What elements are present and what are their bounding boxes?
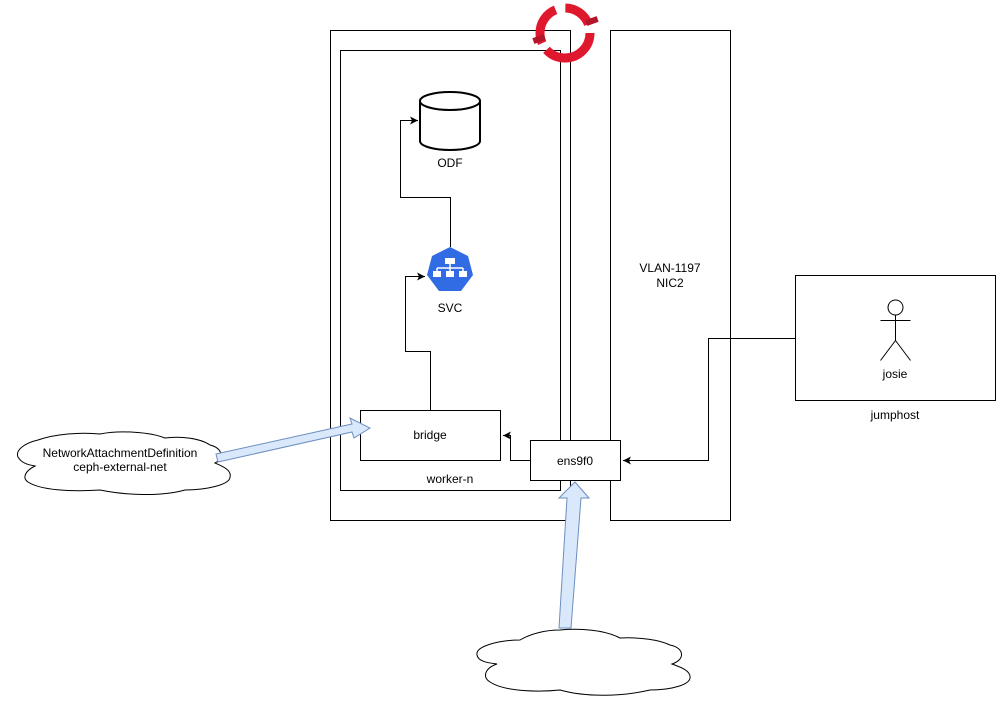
kubernetes-service-icon — [427, 247, 473, 291]
worker-label: worker-n — [426, 472, 474, 486]
bottom-cloud[interactable] — [476, 628, 691, 696]
nad-cloud-line1: NetworkAttachmentDefinition — [43, 446, 198, 460]
edge-jumphost-to-ens9f0 — [623, 338, 795, 465]
svc-node[interactable]: SVC — [427, 247, 473, 315]
jumphost-label: jumphost — [870, 408, 920, 422]
actor-stick-figure-icon — [880, 299, 911, 361]
user-node[interactable]: josie — [880, 299, 911, 381]
openshift-logo-icon — [532, 3, 599, 63]
odf-node[interactable]: ODF — [419, 91, 481, 170]
odf-label: ODF — [437, 156, 462, 170]
nad-cloud-line2: ceph-external-net — [73, 460, 167, 474]
database-cylinder-icon — [419, 91, 481, 151]
vlan-label-line1: VLAN-1197 — [639, 261, 700, 275]
svc-label: SVC — [438, 301, 463, 315]
block-arrow-nad-to-bridge — [215, 417, 372, 463]
vlan-box[interactable] — [610, 30, 731, 521]
block-arrow-cloud-to-ens9f0 — [557, 481, 591, 629]
nad-cloud[interactable]: NetworkAttachmentDefinition ceph-externa… — [16, 431, 231, 495]
user-label: josie — [882, 367, 908, 381]
bridge-box[interactable] — [360, 410, 501, 461]
ens9f0-label: ens9f0 — [557, 454, 593, 468]
vlan-label-line2: NIC2 — [656, 276, 684, 290]
bridge-label: bridge — [413, 428, 447, 442]
edge-bridge-to-svc — [405, 272, 431, 410]
edge-ens9f0-to-bridge — [503, 431, 530, 461]
edge-svc-to-odf — [400, 116, 451, 247]
ens9f0-box[interactable] — [530, 440, 621, 481]
